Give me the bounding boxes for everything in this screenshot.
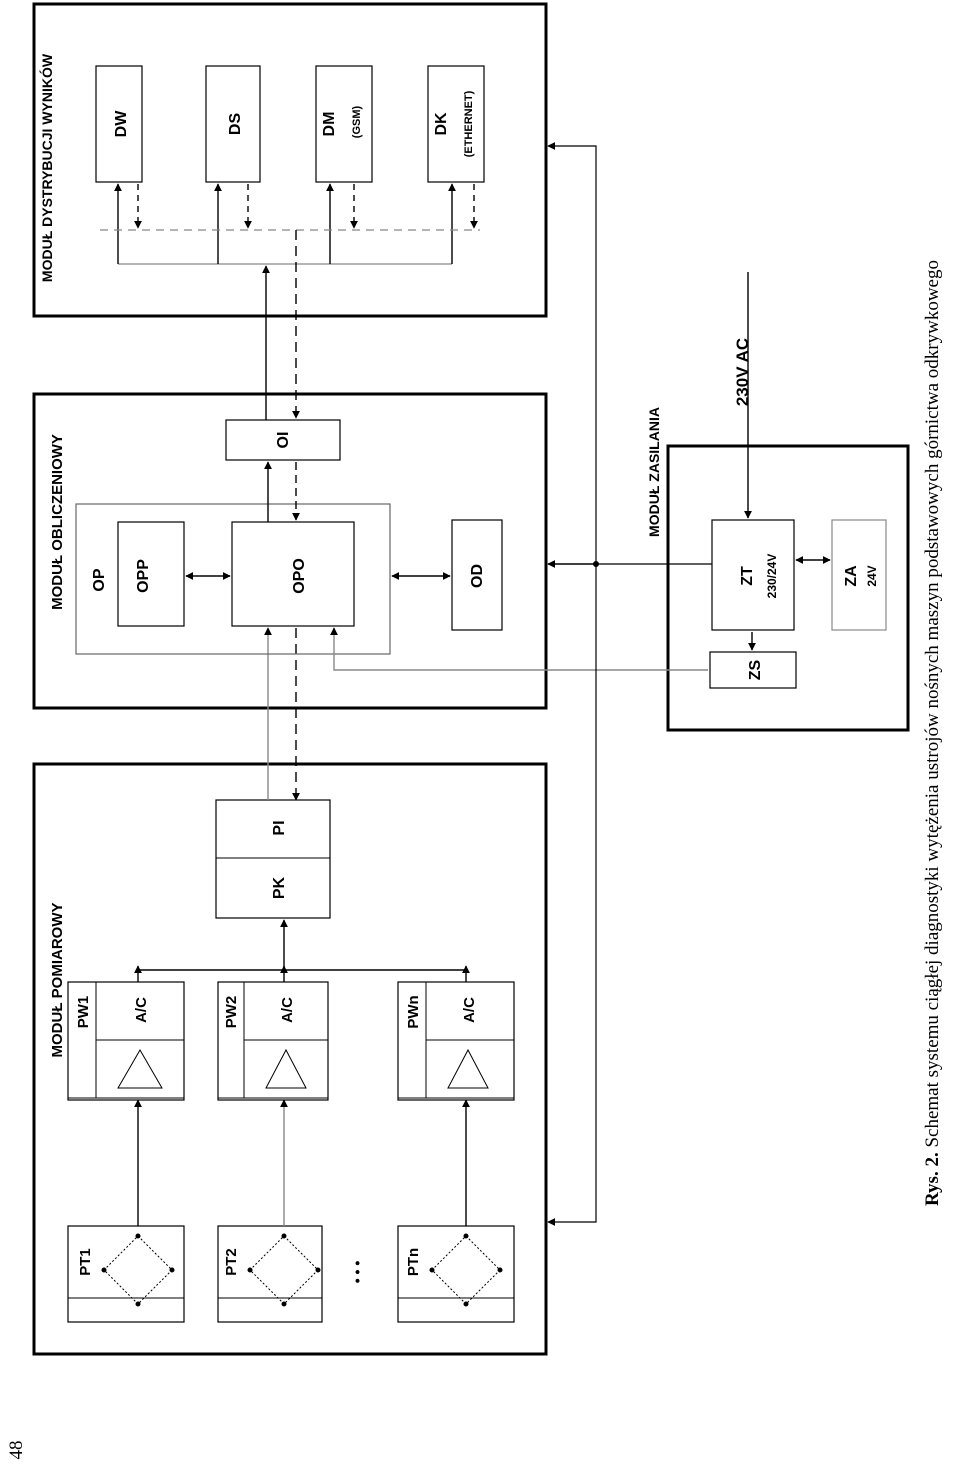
opo-label: OPO <box>291 558 308 594</box>
amplifier-triangle-icon <box>447 1048 489 1089</box>
sensor-pt2-label: PT2 <box>223 1248 240 1276</box>
opp-label: OPP <box>135 559 152 593</box>
amplifier-pw2: PW2 A/C <box>217 981 329 1101</box>
amplifier-triangle-icon <box>265 1048 307 1089</box>
zs-to-opo-line <box>330 627 708 671</box>
measurement-module-title: MODUŁ POMIAROWY <box>49 903 66 1058</box>
ds-label: DS <box>227 113 244 136</box>
amplifier-pwn-label: PWn <box>405 995 422 1028</box>
amplifier-pw2-label: PW2 <box>223 996 240 1029</box>
za-box: ZA 24V <box>831 519 887 631</box>
za-sub-label: 24V <box>865 565 879 586</box>
dk-box: DK (ETHERNET) <box>427 65 485 183</box>
zt-label: ZT <box>739 566 756 586</box>
zt-sub-label: 230/24V <box>765 554 779 599</box>
computation-module-title: MODUŁ OBLICZENIOWY <box>49 434 66 610</box>
amplifier-triangle-icon <box>117 1049 163 1089</box>
sensor-pt1: PT1 <box>67 1225 185 1323</box>
caption-prefix: Rys. 2. <box>922 1152 943 1206</box>
dm-label: DM <box>321 112 338 137</box>
strain-gauge-bridge-icon <box>101 1233 175 1307</box>
converter-ac-label: A/C <box>133 997 150 1023</box>
sensor-pt1-label: PT1 <box>77 1248 94 1276</box>
ds-box: DS <box>205 65 261 183</box>
od-box: OD <box>451 519 503 631</box>
za-label: ZA <box>843 565 860 587</box>
amplifier-pwn: PWn A/C <box>397 981 515 1101</box>
strain-gauge-bridge-icon <box>247 1233 321 1307</box>
pi-label: PI <box>271 820 288 835</box>
figure-caption: Rys. 2. Schemat systemu ciągłej diagnost… <box>922 260 943 1206</box>
power-module-title: MODUŁ ZASILANIA <box>646 407 662 537</box>
strain-gauge-bridge-icon <box>429 1233 503 1307</box>
opo-box: OPO <box>231 521 355 627</box>
computation-module-frame <box>32 392 548 710</box>
oi-label: OI <box>275 432 292 449</box>
page-number: 48 <box>6 1441 27 1460</box>
measurement-module-frame <box>32 762 548 1356</box>
amplifier-pw1-label: PW1 <box>75 996 92 1029</box>
dm-box: DM (GSM) <box>315 65 373 183</box>
power-module-frame <box>666 444 910 732</box>
zt-box: ZT 230/24V <box>711 519 795 631</box>
zs-label: ZS <box>747 659 764 680</box>
pk-label: PK <box>271 876 288 899</box>
sensor-ellipsis: • • • <box>349 1261 365 1284</box>
amplifier-pw1: PW1 A/C <box>67 981 185 1101</box>
opp-box: OPP <box>117 521 185 627</box>
sensor-pt2: PT2 <box>217 1225 323 1323</box>
sensor-ptn: PTn <box>397 1225 515 1323</box>
distribution-module-frame <box>32 2 548 318</box>
dk-sub-label: (ETHERNET) <box>463 90 475 157</box>
sensor-ptn-label: PTn <box>405 1248 422 1276</box>
power-to-distribution-arrow <box>547 142 597 564</box>
converter-ac-label: A/C <box>461 997 478 1023</box>
dw-label: DW <box>113 110 130 138</box>
power-to-measurement-arrow <box>547 564 597 1226</box>
dk-label: DK <box>433 112 450 136</box>
oi-box: OI <box>225 419 341 461</box>
zs-box: ZS <box>709 651 797 689</box>
distribution-module-title: MODUŁ DYSTRYBUCJI WYNIKÓW <box>38 53 55 282</box>
dm-sub-label: (GSM) <box>351 105 363 138</box>
pk-pi-block: PK PI <box>215 799 331 919</box>
power-input-label: 230V AC <box>733 338 752 406</box>
caption-text: Schemat systemu ciągłej diagnostyki wytę… <box>922 260 943 1152</box>
op-group-frame <box>75 503 391 655</box>
converter-ac-label: A/C <box>279 997 296 1023</box>
op-label: OP <box>91 568 108 591</box>
od-label: OD <box>469 564 486 588</box>
dw-box: DW <box>95 65 143 183</box>
